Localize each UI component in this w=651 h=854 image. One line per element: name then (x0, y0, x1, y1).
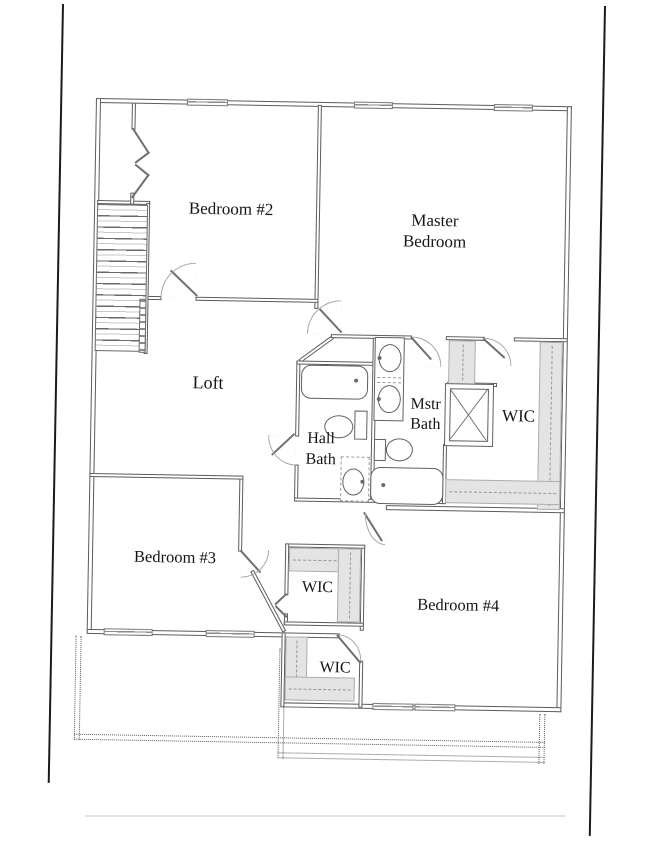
closet-bifold-leaf-2 (134, 151, 151, 164)
room-label-master-bedroom-line2: Bedroom (402, 231, 467, 252)
master-bathtub-drain (381, 483, 386, 488)
master-toilet-tank (373, 438, 387, 462)
wic-master-door-arc (483, 337, 512, 367)
room-label-bedroom-3: Bedroom #3 (133, 546, 217, 568)
wall-hallbath-west-lower (293, 464, 299, 502)
wall-hallbath-west-upper (295, 361, 301, 437)
room-label-master-bath-line2: Bath (410, 415, 441, 434)
master-sink-faucet-2 (376, 396, 381, 402)
vanity-divider (377, 381, 402, 384)
masterbath-door-arc (411, 336, 442, 368)
room-label-bedroom-2: Bedroom #2 (188, 198, 274, 220)
shelf-centerline (449, 491, 557, 495)
room-label-master-bedroom-line1: Master (411, 210, 459, 231)
shelf-centerline (288, 688, 351, 691)
closet-shelving-wicmid-right (336, 548, 362, 623)
wall-bedroom3-east (238, 475, 244, 552)
wall-diagonal-loft-master (298, 334, 336, 363)
bedroom2-door-arc (160, 262, 197, 298)
window-bedroom3-1 (103, 628, 153, 637)
roof-outline-left (73, 635, 82, 740)
window-top-1 (186, 98, 228, 107)
scan-faint-bottom-line (85, 815, 565, 817)
wall-bedroom4-west-lower (358, 660, 364, 708)
vanity-divider (377, 376, 402, 379)
room-label-hall-bath-line1: Hall (307, 429, 336, 448)
wall-outer-left (86, 98, 101, 635)
wall-closet-stub-top (131, 102, 136, 130)
wall-bed2-south-right (195, 296, 319, 303)
wall-bed2-master (314, 104, 322, 309)
room-label-wic-lower: WIC (319, 658, 351, 677)
roof-outline-bottom-1 (73, 733, 545, 748)
closet-shelving-wicmaster-entry (448, 340, 476, 385)
wall-bedroom3-north (89, 472, 244, 480)
shelf-centerline (461, 344, 464, 381)
room-label-loft: Loft (192, 372, 224, 393)
wall-diagonal-corridor (250, 569, 287, 633)
room-label-master-bath-line1: Mstr (410, 395, 441, 414)
room-label-bedroom-4: Bedroom #4 (417, 594, 500, 616)
shelf-centerline (348, 552, 351, 619)
closet-shelving-wicmaster-bottom (444, 479, 561, 506)
master-sink-faucet-1 (377, 355, 382, 361)
wic-lower-door-arc (337, 634, 362, 661)
hall-toilet-tank (354, 410, 368, 440)
window-top-2 (353, 101, 393, 110)
stair-rail (138, 298, 147, 353)
room-label-wic-middle: WIC (301, 578, 334, 597)
closet-shelving-wiclower-bottom (284, 676, 355, 702)
master-door-arc (306, 299, 342, 335)
bedroom3-door-arc (240, 549, 270, 579)
window-bedroom3-2 (205, 629, 255, 638)
hall-bathtub-drain (354, 378, 359, 383)
window-bedroom4-2 (414, 703, 456, 712)
closet-bifold-leaf-4 (131, 173, 150, 199)
hallbath-door-arc (267, 435, 297, 466)
window-bedroom4-1 (372, 702, 414, 711)
master-toilet-bowl (385, 438, 414, 462)
window-top-3 (493, 103, 533, 112)
bedroom4-door-arc (364, 512, 386, 546)
closet-bifold-leaf-1 (132, 127, 150, 154)
room-label-hall-bath-line2: Bath (305, 450, 336, 469)
roof-outline-bottom-2 (277, 752, 545, 763)
wic-middle-door-leaf-1 (274, 593, 288, 606)
room-label-wic-master: WIC (501, 406, 536, 426)
hall-sink-faucet (360, 479, 365, 484)
hall-bathtub (300, 364, 369, 400)
